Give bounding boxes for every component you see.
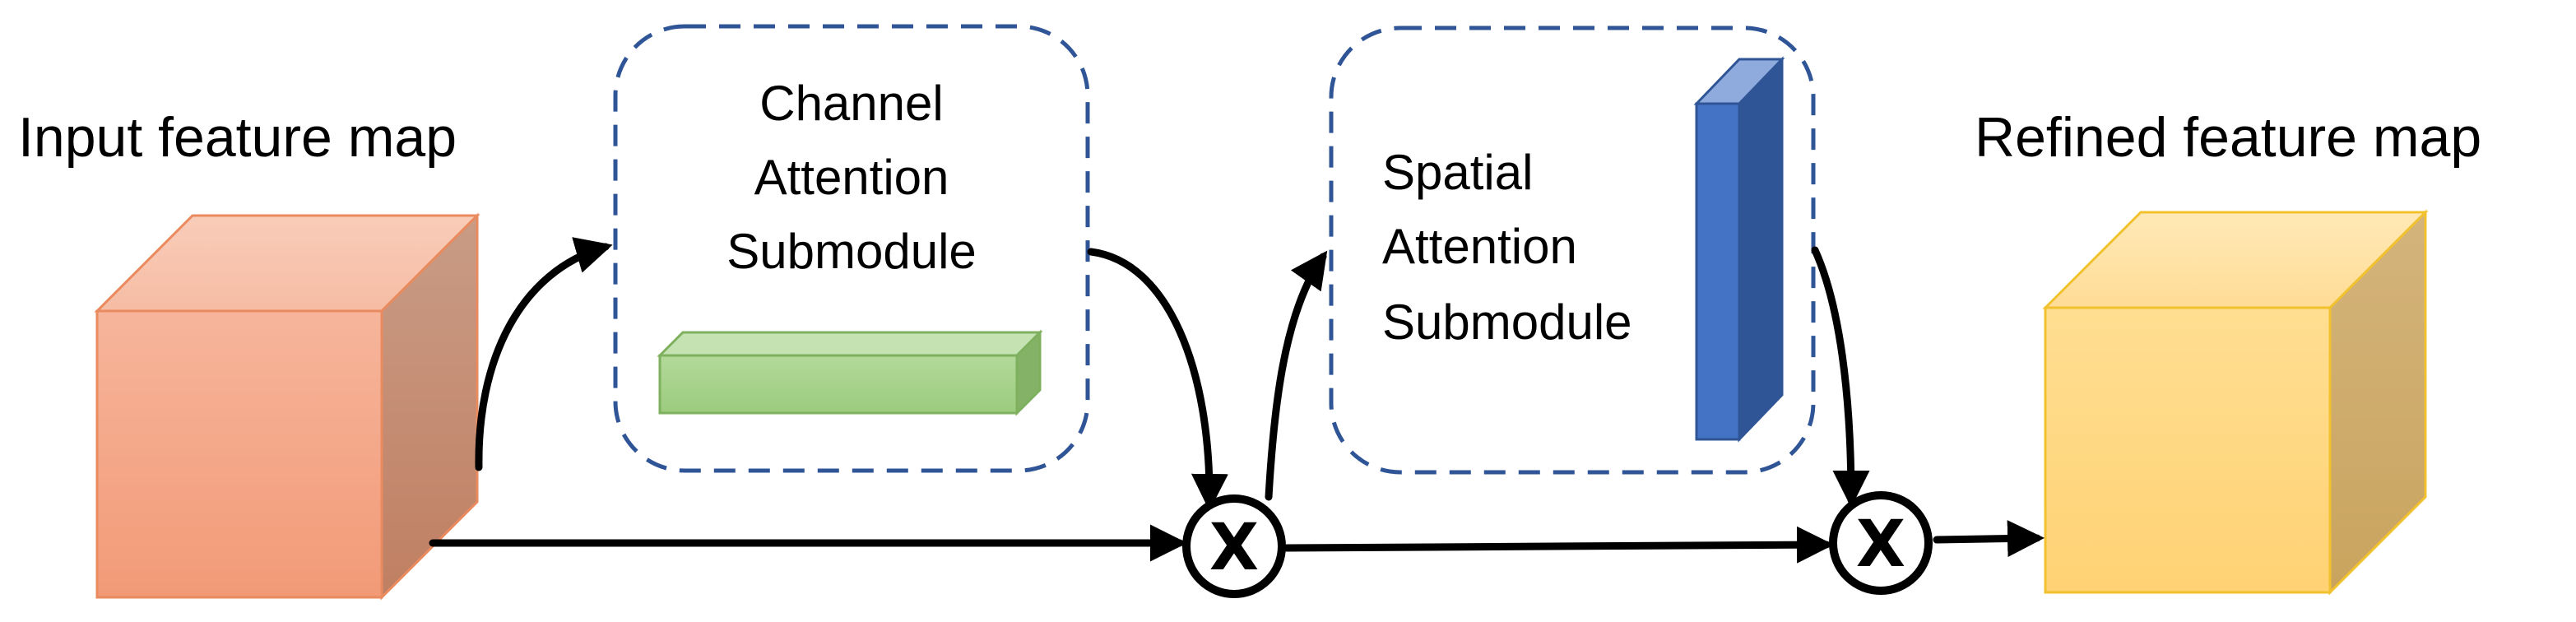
channel-vector-top (657, 331, 1043, 357)
second-multiply-operator: X (1829, 491, 1933, 595)
input-feature-map-label: Input feature map (18, 106, 457, 169)
spatial-module-label-line2: Attention (1382, 219, 1577, 274)
spatial-map-front (1695, 102, 1741, 441)
input-cube-front (95, 309, 383, 599)
spatial-map-side (1738, 56, 1784, 443)
refined-feature-map-cube (2042, 209, 2429, 596)
arrow-second-multiply-to-output (1933, 520, 2045, 558)
first-multiply-circle (1182, 494, 1286, 598)
second-multiply-symbol: X (1856, 508, 1905, 582)
output-cube-front (2044, 306, 2332, 594)
input-feature-map-cube (94, 212, 480, 601)
second-multiply-circle (1829, 491, 1933, 595)
arrow-first-multiply-to-spatial-module (1265, 250, 1328, 501)
first-multiply-operator: X (1182, 494, 1286, 598)
arrow-channel-module-to-first-multiply (1087, 248, 1228, 511)
spatial-attention-map (1693, 56, 1785, 443)
refined-feature-map-label: Refined feature map (1975, 106, 2481, 169)
channel-attention-module-box (613, 24, 1090, 473)
channel-module-label-line1: Channel (759, 76, 944, 131)
channel-module-label-line3: Submodule (726, 224, 977, 279)
arrow-first-multiply-to-second-multiply (1283, 526, 1834, 564)
first-multiply-symbol: X (1209, 511, 1259, 585)
arrow-input-to-channel-module (475, 237, 613, 471)
spatial-module-label-line3: Submodule (1382, 295, 1632, 350)
channel-vector-front (658, 354, 1019, 415)
spatial-module-label-line1: Spatial (1382, 145, 1533, 200)
channel-attention-vector (657, 329, 1043, 416)
arrow-spatial-module-to-second-multiply (1811, 246, 1870, 508)
channel-module-label-line2: Attention (754, 150, 949, 205)
